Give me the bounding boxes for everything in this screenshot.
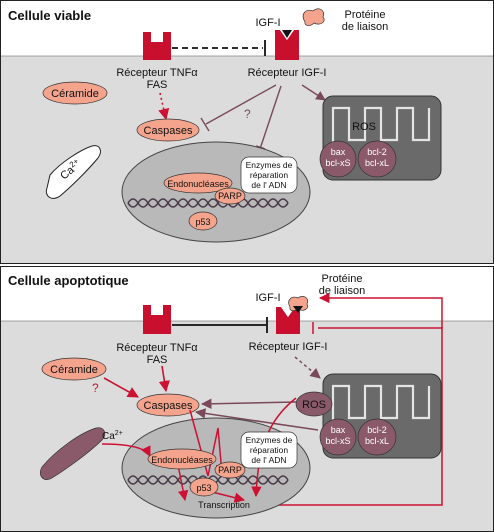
endonucleases-to-dna-arrow bbox=[177, 464, 189, 502]
bax-label-2: bcl-xS bbox=[325, 158, 350, 168]
question-mark: ? bbox=[92, 381, 99, 395]
tnf-receptor-label-1: Récepteur TNFα bbox=[116, 67, 198, 79]
igf-to-mitochondria-arrow bbox=[301, 84, 326, 101]
dna-repair-enzymes-box bbox=[240, 431, 298, 469]
tnf-receptor-label-2: FAS bbox=[147, 354, 168, 366]
igf-receptor-label: Récepteur IGF-I bbox=[249, 341, 328, 353]
parp-node bbox=[214, 187, 246, 205]
enzymes-label-2: réparation bbox=[250, 170, 289, 180]
p53-node bbox=[189, 477, 219, 497]
igf-receptor bbox=[276, 307, 300, 334]
parp-node bbox=[214, 461, 246, 479]
ros-node bbox=[295, 391, 333, 417]
calcium-to-endonucleases-arrow bbox=[101, 443, 151, 457]
caspases-node bbox=[136, 393, 200, 417]
parp-label: PARP bbox=[218, 191, 242, 201]
bcl2-label-2: bcl-xL bbox=[365, 436, 389, 446]
question-mark: ? bbox=[244, 107, 251, 121]
igf-receptor-label: Récepteur IGF-I bbox=[248, 67, 327, 79]
endonucleases-node bbox=[163, 172, 233, 194]
ceramide-to-caspases-arrow bbox=[103, 377, 139, 398]
endonucleases-node bbox=[147, 448, 217, 470]
binding-protein-label-2: de liaison bbox=[342, 21, 388, 33]
bax-to-caspases-arrow bbox=[194, 408, 319, 431]
endonucleases-label: Endonucléases bbox=[151, 455, 213, 465]
bcl2-node bbox=[357, 418, 397, 456]
parp-label: PARP bbox=[218, 465, 242, 475]
calcium-ion-shape bbox=[45, 145, 101, 199]
igf1-label: IGF-I bbox=[255, 17, 280, 29]
ros-label: ROS bbox=[352, 121, 376, 133]
p53-node bbox=[188, 211, 218, 231]
feedback-to-igf-receptor-line bbox=[252, 327, 443, 506]
p53-label: p53 bbox=[196, 483, 211, 493]
ceramide-node bbox=[41, 357, 107, 381]
enzymes-label-1: Enzymes de bbox=[246, 435, 293, 445]
tnf-receptor bbox=[143, 305, 171, 334]
ceramide-label: Céramide bbox=[50, 364, 98, 376]
ros-label: ROS bbox=[302, 399, 326, 411]
enzymes-label-3: de l' ADN bbox=[251, 455, 286, 465]
ros-to-caspases-arrow bbox=[200, 398, 297, 410]
tnf-receptor bbox=[143, 32, 171, 60]
binding-protein-label-2: de liaison bbox=[319, 285, 365, 297]
calcium-store-shape bbox=[39, 427, 106, 481]
ceramide-label: Céramide bbox=[51, 88, 99, 100]
p53-label: p53 bbox=[195, 217, 210, 227]
caspases-label: Caspases bbox=[144, 125, 193, 137]
tnf-receptor-label-2: FAS bbox=[147, 79, 168, 91]
igf1-ligand bbox=[293, 306, 303, 313]
caspases-label: Caspases bbox=[144, 400, 193, 412]
feedback-to-binding-protein bbox=[318, 292, 443, 311]
panel-apoptotic-cell: Cellule apoptotique Récepteur TNFα FAS I… bbox=[0, 266, 494, 532]
igf1-ligand bbox=[282, 30, 292, 38]
fas-to-caspases-arrow bbox=[158, 365, 170, 393]
dna-helix bbox=[127, 198, 289, 208]
ceramide-node bbox=[42, 81, 108, 105]
binding-protein-label-1: Protéine bbox=[345, 9, 386, 21]
endonucleases-label: Endonucléases bbox=[167, 179, 229, 189]
igf1-label: IGF-I bbox=[255, 292, 280, 304]
tnf-receptor-label-1: Récepteur TNFα bbox=[116, 342, 198, 354]
panel-title: Cellule apoptotique bbox=[8, 273, 129, 288]
calcium-label: Ca2+ bbox=[102, 430, 123, 442]
enzymes-label-1: Enzymes de bbox=[246, 160, 293, 170]
caspases-to-parp-arrow bbox=[189, 409, 227, 477]
bax-node bbox=[319, 140, 357, 178]
panel-viable-cell: Cellule viable Récepteur TNFα FAS IGF-I … bbox=[0, 0, 494, 264]
bax-label-2: bcl-xS bbox=[325, 436, 350, 446]
igf-inhibits-caspases bbox=[205, 84, 277, 125]
bcl2-label-1: bcl-2 bbox=[367, 425, 387, 435]
dna-repair-enzymes-box bbox=[240, 156, 298, 194]
binding-protein-shape bbox=[288, 296, 309, 312]
transcription-label: Transcription bbox=[198, 500, 250, 510]
bax-label-1: bax bbox=[331, 147, 346, 157]
inhibition-bar-caspases bbox=[200, 117, 210, 132]
bax-node bbox=[319, 418, 357, 456]
enzymes-label-3: de l' ADN bbox=[251, 180, 286, 190]
bcl2-label-2: bcl-xL bbox=[365, 158, 389, 168]
bax-label-1: bax bbox=[331, 425, 346, 435]
feedback-arrows bbox=[252, 292, 443, 506]
binding-protein-label-1: Protéine bbox=[322, 273, 363, 285]
igf-to-enzymes-arrow bbox=[256, 85, 282, 156]
bcl2-label-1: bcl-2 bbox=[367, 147, 387, 157]
binding-protein-shape bbox=[302, 8, 325, 26]
enzymes-label-2: réparation bbox=[250, 445, 289, 455]
bcl2-node bbox=[357, 140, 397, 178]
panel-title: Cellule viable bbox=[8, 8, 91, 23]
caspases-node bbox=[136, 118, 200, 142]
